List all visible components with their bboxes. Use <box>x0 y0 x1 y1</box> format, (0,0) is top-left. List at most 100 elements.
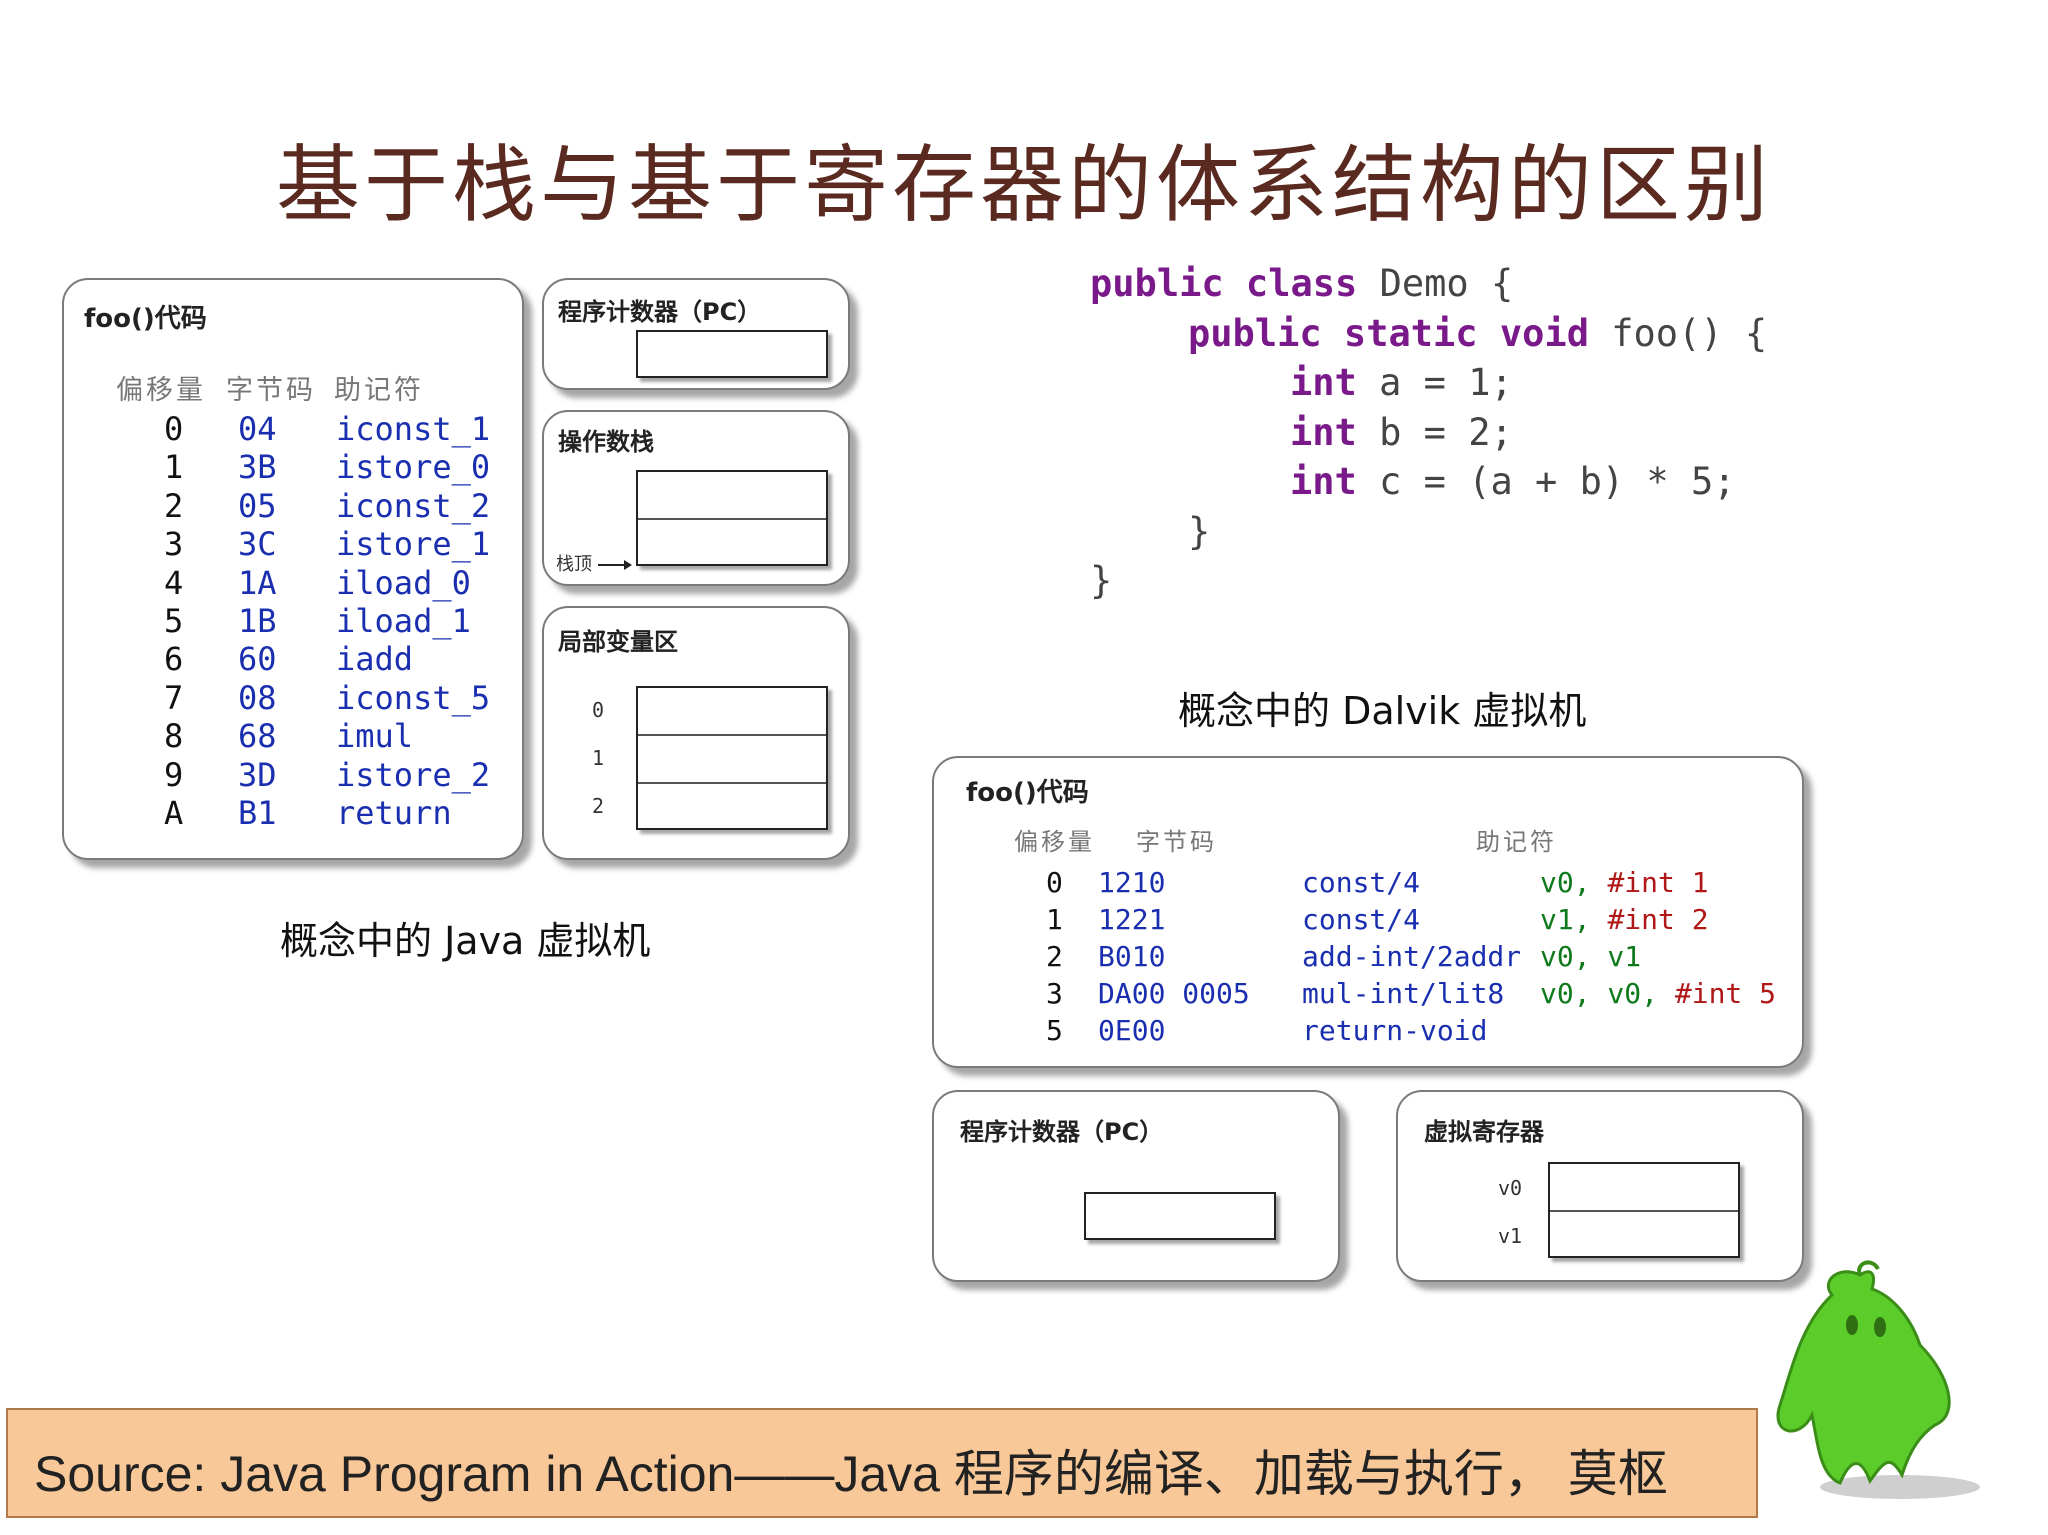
locals-index-1: 1 <box>592 746 605 770</box>
dalvik-offset: 3 <box>1046 977 1063 1010</box>
stack-top-text: 栈顶 <box>556 554 592 575</box>
source-code-line: } <box>1188 510 1210 553</box>
java-offset: 2 <box>164 486 184 525</box>
java-pc-register-box <box>636 330 828 378</box>
java-mnemonic: istore_2 <box>336 755 491 794</box>
locals-divider <box>638 782 826 784</box>
java-bytecode: 3D <box>238 755 277 794</box>
dalvik-header-mnemonic: 助记符 <box>1476 828 1557 856</box>
source-code-line: int a = 1; <box>1290 361 1513 404</box>
code-text: c = (a + b) * 5; <box>1356 460 1736 503</box>
dalvik-bytecode: B010 <box>1098 940 1166 973</box>
dalvik-args: v0, v1 <box>1540 938 1641 976</box>
java-header-mnemonic: 助记符 <box>334 375 424 406</box>
java-vm-caption: 概念中的 Java 虚拟机 <box>280 919 651 963</box>
java-mnemonic: istore_1 <box>336 525 491 564</box>
dalvik-bytecode: 1221 <box>1098 903 1166 936</box>
java-offset: 9 <box>164 755 184 794</box>
java-bytecode: 08 <box>238 678 277 717</box>
java-bytecode: 3C <box>238 525 277 564</box>
java-offset: 5 <box>164 602 184 640</box>
dalvik-header-bytecode: 字节码 <box>1136 828 1217 856</box>
java-operand-stack-box <box>636 470 828 566</box>
code-keyword: int <box>1290 460 1357 503</box>
code-text: b = 2; <box>1356 410 1513 454</box>
source-code-line: int c = (a + b) * 5; <box>1290 460 1736 503</box>
dalvik-mnemonic: add-int/2addr <box>1302 940 1522 973</box>
java-bytecode: 05 <box>238 486 277 525</box>
dalvik-bytecode: DA00 0005 <box>1098 977 1250 1010</box>
dalvik-pc-register-box <box>1084 1192 1276 1240</box>
source-code-line: } <box>1090 559 1112 602</box>
dalvik-arg: v0, v1 <box>1540 940 1642 973</box>
stack-top-label: 栈顶 <box>556 550 632 576</box>
code-text: foo() { <box>1588 311 1768 355</box>
java-bytecode: 60 <box>238 640 277 679</box>
java-offset: 7 <box>164 678 184 717</box>
java-bytecode: 04 <box>238 410 277 448</box>
java-offset: 0 <box>164 410 184 448</box>
locals-index-2: 2 <box>592 794 605 818</box>
register-label-v1: v1 <box>1498 1224 1523 1248</box>
dalvik-offset: 2 <box>1046 940 1063 973</box>
java-stack-title: 操作数栈 <box>558 428 654 456</box>
dalvik-offset: 5 <box>1046 1014 1063 1047</box>
dalvik-code-panel-title: foo()代码 <box>966 778 1089 808</box>
code-text: } <box>1090 559 1113 602</box>
dalvik-bytecode: 0E00 <box>1098 1014 1166 1047</box>
java-operand-stack-panel: 操作数栈 栈顶 <box>542 410 850 586</box>
java-bytecode: B1 <box>238 794 277 832</box>
java-offset: 6 <box>164 640 184 679</box>
dalvik-bytecode: 1210 <box>1098 866 1166 899</box>
dalvik-registers-box <box>1548 1162 1740 1258</box>
dalvik-mnemonic: const/4 <box>1302 866 1421 899</box>
java-bytecode: 68 <box>238 717 277 756</box>
source-code-line: public class Demo { <box>1090 262 1513 305</box>
java-bytecode-row: 3 3C istore_1 <box>64 525 524 563</box>
code-keyword: int <box>1290 361 1357 404</box>
java-mnemonic: return <box>336 794 452 832</box>
java-mnemonic: imul <box>336 717 414 756</box>
java-bytecode-row: 9 3D istore_2 <box>64 756 524 794</box>
dalvik-arg: v1, <box>1540 903 1608 936</box>
green-mascot-icon <box>1776 1260 1980 1499</box>
java-offset: 4 <box>164 563 184 602</box>
java-offset: 8 <box>164 717 184 756</box>
java-code-panel-title: foo()代码 <box>84 304 207 334</box>
source-code-line: int b = 2; <box>1290 411 1513 454</box>
dalvik-pc-panel: 程序计数器（PC） <box>932 1090 1340 1282</box>
dalvik-mnemonic: const/4 <box>1302 903 1421 936</box>
java-pc-panel: 程序计数器（PC） <box>542 278 850 390</box>
dalvik-arg: v0, v0, <box>1540 977 1675 1010</box>
java-mnemonic: iconst_1 <box>336 410 491 448</box>
source-code-line: public static void foo() { <box>1188 312 1767 355</box>
dalvik-arg: v0, <box>1540 866 1608 899</box>
java-header-offset: 偏移量 <box>116 375 206 406</box>
java-locals-title: 局部变量区 <box>558 628 678 656</box>
java-offset: 3 <box>164 525 184 564</box>
dalvik-pc-title: 程序计数器（PC） <box>960 1118 1164 1146</box>
arrow-right-icon <box>597 560 632 570</box>
stack-divider <box>638 518 826 520</box>
dalvik-vm-caption: 概念中的 Dalvik 虚拟机 <box>1178 689 1587 733</box>
dalvik-registers-panel: 虚拟寄存器 v0 v1 <box>1396 1090 1804 1282</box>
dalvik-arg: #int 1 <box>1607 866 1709 899</box>
dalvik-mnemonic: mul-int/lit8 <box>1302 977 1505 1010</box>
register-label-v0: v0 <box>1498 1176 1523 1200</box>
code-keyword: int <box>1290 410 1357 454</box>
dalvik-registers-title: 虚拟寄存器 <box>1424 1118 1544 1146</box>
source-citation-text: Source: Java Program in Action——Java 程序的… <box>34 1446 1668 1502</box>
dalvik-bytecode-row: 2 B010 add-int/2addr v0, v1 <box>934 938 1794 976</box>
locals-index-0: 0 <box>592 698 605 722</box>
locals-divider <box>638 734 826 736</box>
java-mnemonic: iload_0 <box>336 563 471 602</box>
